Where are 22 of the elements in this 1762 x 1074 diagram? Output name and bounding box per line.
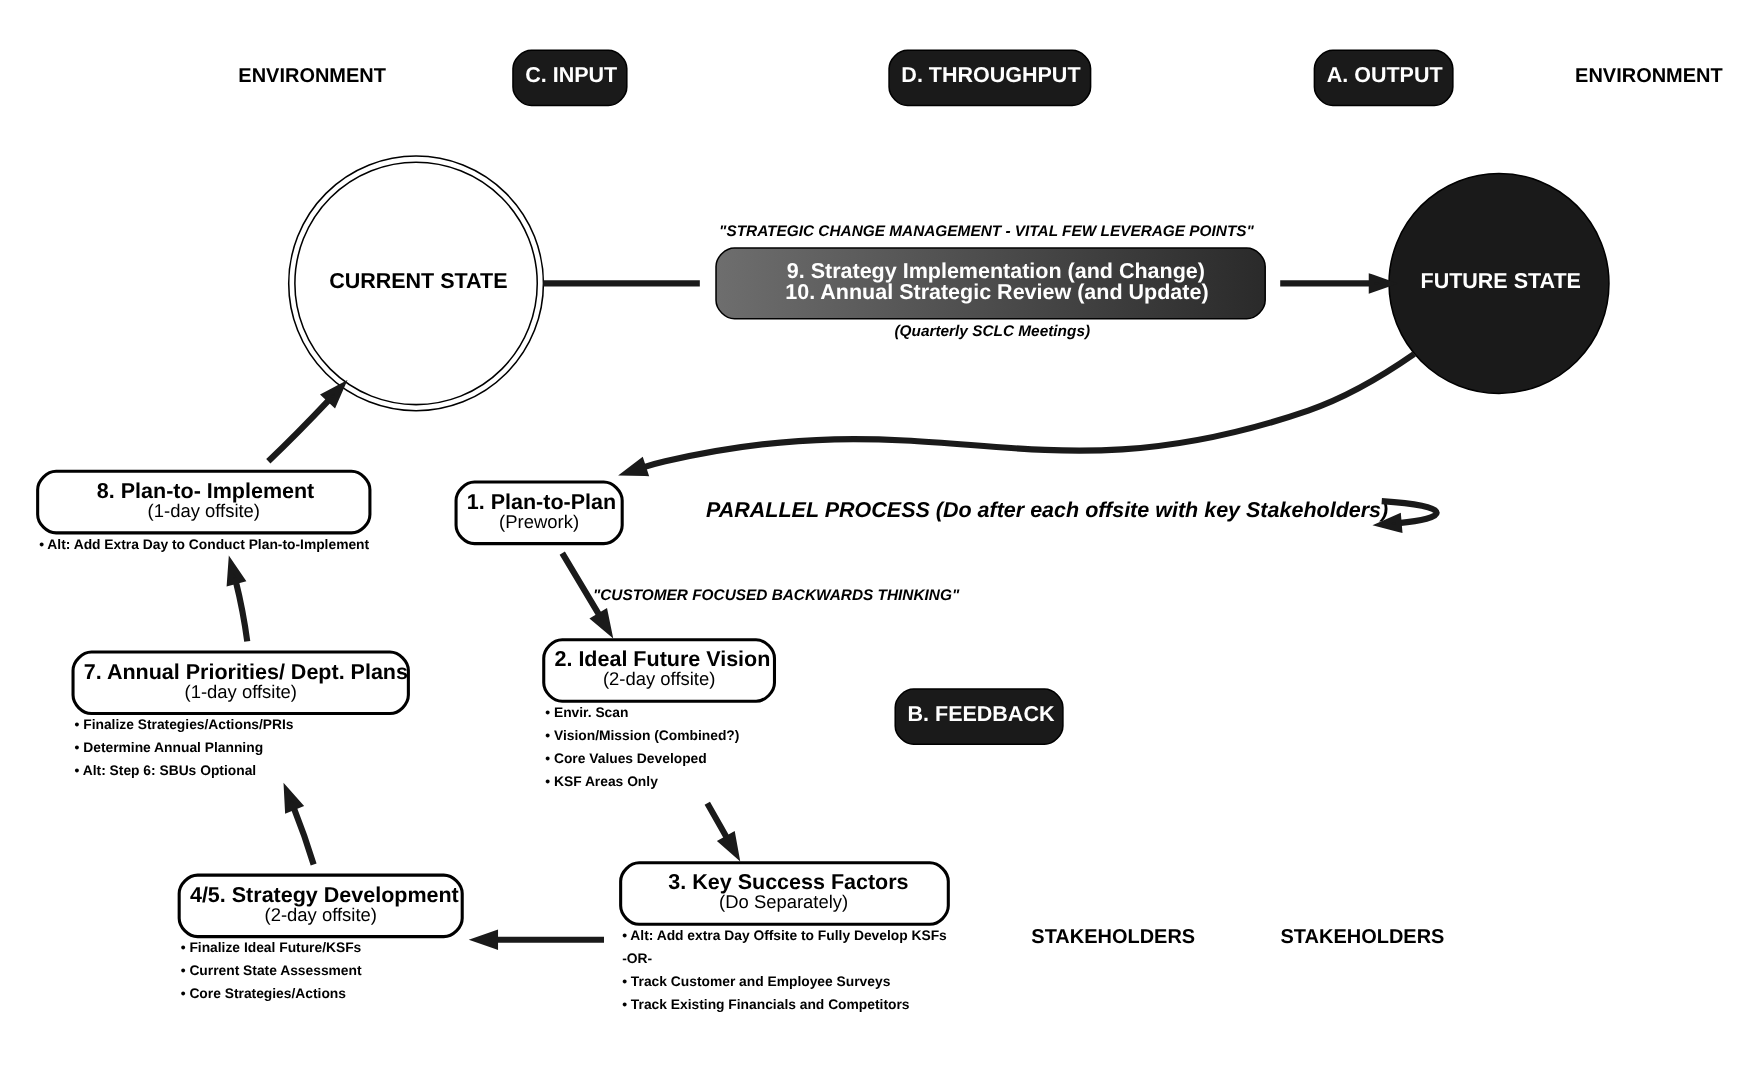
node-box: B. FEEDBACK	[894, 687, 1064, 745]
arrow	[704, 800, 741, 861]
label: ENVIRONMENT	[238, 64, 386, 87]
connector	[543, 279, 700, 286]
label: ENVIRONMENT	[1575, 64, 1723, 87]
node-box: C. INPUT	[512, 48, 628, 106]
arrow	[266, 379, 348, 463]
label: STAKEHOLDERS	[1280, 926, 1445, 949]
node-box: A. OUTPUT	[1313, 48, 1454, 106]
node-text: PARALLEL PROCESS (Do after each offsite with key Stakeholders)	[706, 498, 1389, 522]
arrow	[1372, 497, 1440, 533]
node-label: (Quarterly SCLC Meetings)	[894, 320, 1091, 339]
arrow	[468, 928, 604, 949]
label: STAKEHOLDERS	[1031, 926, 1196, 949]
arrow	[559, 550, 614, 638]
edge-label: "CUSTOMER FOCUSED BACKWARDS THINKING"	[592, 584, 960, 603]
arrow	[226, 554, 251, 641]
arrow	[283, 781, 317, 865]
node-label: "STRATEGIC CHANGE MANAGEMENT - VITAL FEW LEVERAGE POINTS"	[719, 220, 1254, 239]
node-box: D. THROUGHPUT	[888, 48, 1092, 106]
arrow	[618, 350, 1416, 476]
node-circle: FUTURE STATE	[1388, 171, 1610, 394]
